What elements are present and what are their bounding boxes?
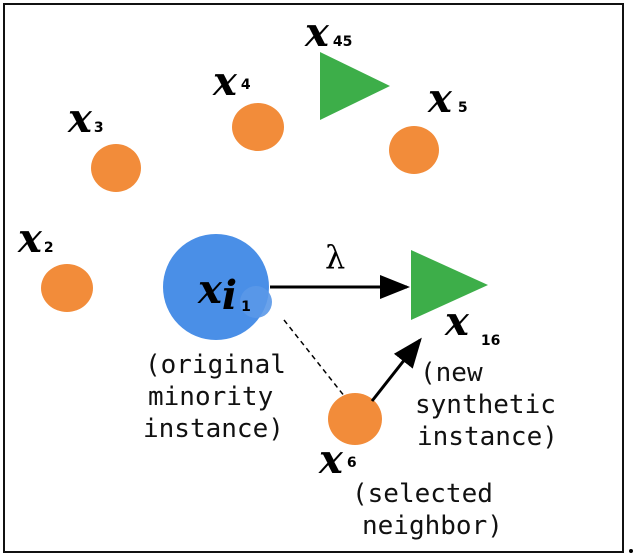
caption-original-line-2: minority bbox=[148, 382, 273, 412]
point-x3 bbox=[91, 144, 141, 192]
lambda-label: λ bbox=[325, 238, 345, 276]
caption-original-line-3: instance) bbox=[143, 414, 284, 444]
caption-neighbor-line-1: (selected bbox=[352, 479, 493, 509]
triangle-x45 bbox=[320, 52, 390, 120]
caption-neighbor-line-2: neighbor) bbox=[362, 511, 503, 541]
caption-original-line-1: (original bbox=[145, 350, 286, 380]
dashed-link bbox=[283, 319, 346, 398]
point-x4 bbox=[232, 103, 284, 151]
neighbor-arrow bbox=[370, 337, 422, 402]
point-xi bbox=[163, 234, 269, 340]
point-xi-inner bbox=[240, 286, 272, 318]
caption-synthetic-line-3: instance) bbox=[417, 422, 558, 452]
triangle-x16 bbox=[411, 250, 488, 320]
diagram-frame bbox=[3, 3, 624, 553]
caption-synthetic-line-1: (new bbox=[420, 358, 483, 388]
point-x5 bbox=[389, 126, 439, 174]
corner-dot bbox=[629, 549, 633, 553]
caption-synthetic-line-2: synthetic bbox=[415, 390, 556, 420]
point-x6 bbox=[328, 393, 382, 445]
point-x2 bbox=[41, 264, 93, 312]
